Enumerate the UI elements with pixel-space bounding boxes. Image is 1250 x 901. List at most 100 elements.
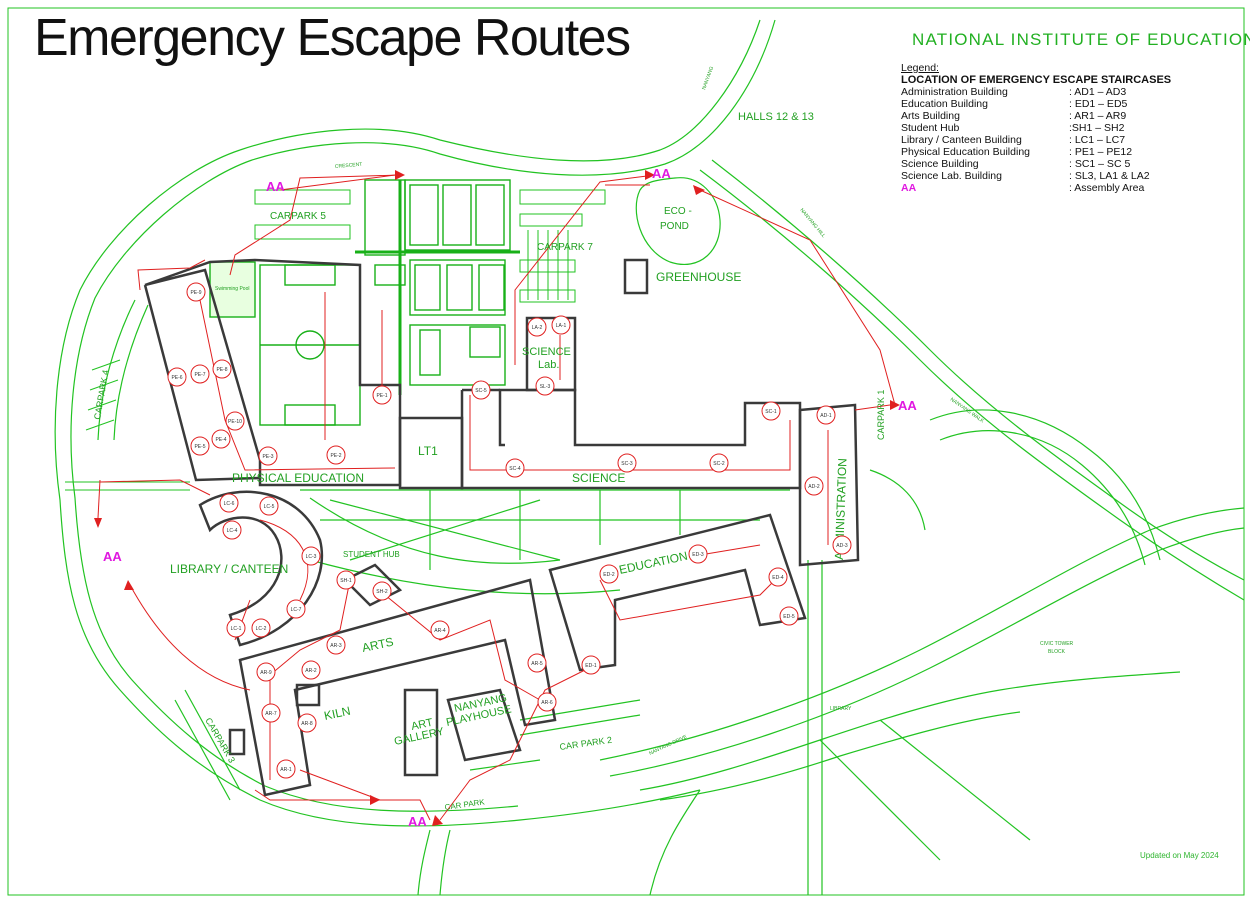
svg-text:PE-6: PE-6 — [171, 375, 182, 381]
legend-row: Library / Canteen Building : LC1 – LC7 — [901, 134, 1191, 146]
label-library-canteen: LIBRARY / CANTEEN — [170, 562, 288, 576]
svg-text:ED-4: ED-4 — [772, 575, 784, 581]
arts-building — [238, 578, 557, 797]
stair-ed5: ED-5 — [779, 606, 799, 626]
svg-text:AD-1: AD-1 — [820, 413, 832, 419]
escape-routes — [97, 174, 896, 821]
svg-text:SC-1: SC-1 — [765, 409, 777, 415]
updated-note: Updated on May 2024 — [1140, 851, 1219, 860]
label-civic-tower: CIVIC TOWER — [1040, 641, 1074, 647]
stair-la2: LA-2 — [527, 317, 547, 337]
stair-sc2: SC-2 — [709, 453, 729, 473]
assembly-label: : Assembly Area — [1069, 182, 1145, 194]
physical-education-building — [144, 258, 402, 487]
label-greenhouse: GREENHOUSE — [656, 270, 741, 284]
stair-lc7: LC-7 — [286, 599, 306, 619]
assembly-area-west: AA — [103, 549, 122, 564]
svg-text:SL-3: SL-3 — [540, 384, 551, 390]
legend-building: Science Building — [901, 158, 979, 170]
kiln-building — [295, 683, 321, 707]
stair-pe3: PE-3 — [258, 446, 278, 466]
stair-ed3: ED-3 — [688, 544, 708, 564]
label-nanyang-drive: NANYANG DRIVE — [648, 734, 688, 757]
svg-text:AR-3: AR-3 — [330, 643, 342, 649]
stair-ar5: AR-5 — [527, 653, 547, 673]
stair-ar9: AR-9 — [256, 662, 276, 682]
label-education: EDUCATION — [618, 549, 689, 577]
label-halls: HALLS 12 & 13 — [738, 111, 814, 123]
stair-sc5: SC-5 — [471, 380, 491, 400]
label-administration: ADMINISTRATION — [832, 458, 850, 560]
stair-pe1: PE-1 — [372, 385, 392, 405]
label-nanyang-walk: NANYANG WALK — [949, 397, 986, 425]
legend-building: Science Lab. Building — [901, 170, 1002, 182]
stair-pe10: PE-10 — [225, 411, 245, 431]
label-physical-education: PHYSICAL EDUCATION — [232, 471, 364, 485]
legend-range: : LC1 – LC7 — [1069, 134, 1126, 146]
svg-text:PE-4: PE-4 — [215, 437, 226, 443]
svg-text:LC-3: LC-3 — [306, 554, 317, 560]
stair-sl3: SL-3 — [535, 376, 555, 396]
svg-text:SC-5: SC-5 — [475, 388, 487, 394]
legend-title: Legend: — [901, 62, 939, 74]
stair-pe9: PE-9 — [186, 282, 206, 302]
legend-building: Student Hub — [901, 122, 960, 134]
legend-row: Physical Education Building: PE1 – PE12 — [901, 146, 1191, 158]
assembly-areas: AA AA AA AA AA — [103, 166, 917, 829]
legend-building: Library / Canteen Building — [901, 134, 1022, 146]
label-swimming-pool: Swimming Pool — [215, 286, 249, 292]
legend-row: Education Building: ED1 – ED5 — [901, 98, 1191, 110]
stair-sh1: SH-1 — [336, 570, 356, 590]
legend-range: : AD1 – AD3 — [1069, 86, 1127, 98]
svg-text:SC-2: SC-2 — [713, 461, 725, 467]
stair-pe4: PE-4 — [211, 429, 231, 449]
legend-range: : SC1 – SC 5 — [1069, 158, 1131, 170]
svg-text:AR-9: AR-9 — [260, 670, 272, 676]
label-carpark7: CARPARK 7 — [537, 242, 593, 253]
stair-pe8: PE-8 — [212, 359, 232, 379]
label-eco-pond-2: POND — [660, 221, 689, 232]
svg-text:AD-2: AD-2 — [808, 484, 820, 490]
label-eco-pond: ECO - — [664, 206, 692, 217]
library-canteen-building — [198, 490, 324, 647]
stair-pe2: PE-2 — [326, 445, 346, 465]
student-hub-building — [342, 563, 403, 607]
label-library-small: LIBRARY — [830, 706, 852, 712]
assembly-symbol: AA — [901, 182, 917, 194]
stair-ar6: AR-6 — [537, 692, 557, 712]
svg-text:ED-1: ED-1 — [585, 663, 597, 669]
label-kiln: KILN — [323, 704, 352, 723]
stair-ar4: AR-4 — [430, 620, 450, 640]
stair-sc3: SC-3 — [617, 453, 637, 473]
svg-text:ED-2: ED-2 — [603, 572, 615, 578]
label-lt1: LT1 — [418, 444, 438, 458]
legend: Legend: LOCATION OF EMERGENCY ESCAPE STA… — [901, 62, 1191, 194]
label-carpark4: CARPARK 4 — [92, 369, 111, 420]
stair-pe7: PE-7 — [190, 364, 210, 384]
stair-ar2: AR-2 — [301, 660, 321, 680]
svg-text:AR-6: AR-6 — [541, 700, 553, 706]
administration-building — [798, 403, 860, 567]
svg-text:SH-1: SH-1 — [340, 578, 352, 584]
legend-heading: LOCATION OF EMERGENCY ESCAPE STAIRCASES — [901, 74, 1172, 86]
label-science-lab-2: Lab. — [538, 359, 559, 371]
assembly-area-south: AA — [408, 814, 427, 829]
label-crescent: CRESCENT — [335, 162, 363, 170]
svg-text:SC-3: SC-3 — [621, 461, 633, 467]
stair-lc1: LC-1 — [226, 618, 246, 638]
stair-lc4: LC-4 — [222, 520, 242, 540]
svg-text:LC-2: LC-2 — [256, 626, 267, 632]
label-nanyang-hill: NANYANG HILL — [798, 207, 826, 239]
eco-pond — [635, 177, 721, 265]
stair-ed4: ED-4 — [768, 567, 788, 587]
svg-text:AD-3: AD-3 — [836, 543, 848, 549]
stair-sc4: SC-4 — [505, 458, 525, 478]
svg-text:AR-5: AR-5 — [531, 661, 543, 667]
svg-text:PE-7: PE-7 — [194, 372, 205, 378]
legend-range: : ED1 – ED5 — [1069, 98, 1128, 110]
legend-row: Science Building : SC1 – SC 5 — [901, 158, 1191, 170]
svg-text:LA-1: LA-1 — [556, 323, 567, 329]
legend-row: Arts Building: AR1 – AR9 — [901, 110, 1191, 122]
svg-text:ED-5: ED-5 — [783, 614, 795, 620]
